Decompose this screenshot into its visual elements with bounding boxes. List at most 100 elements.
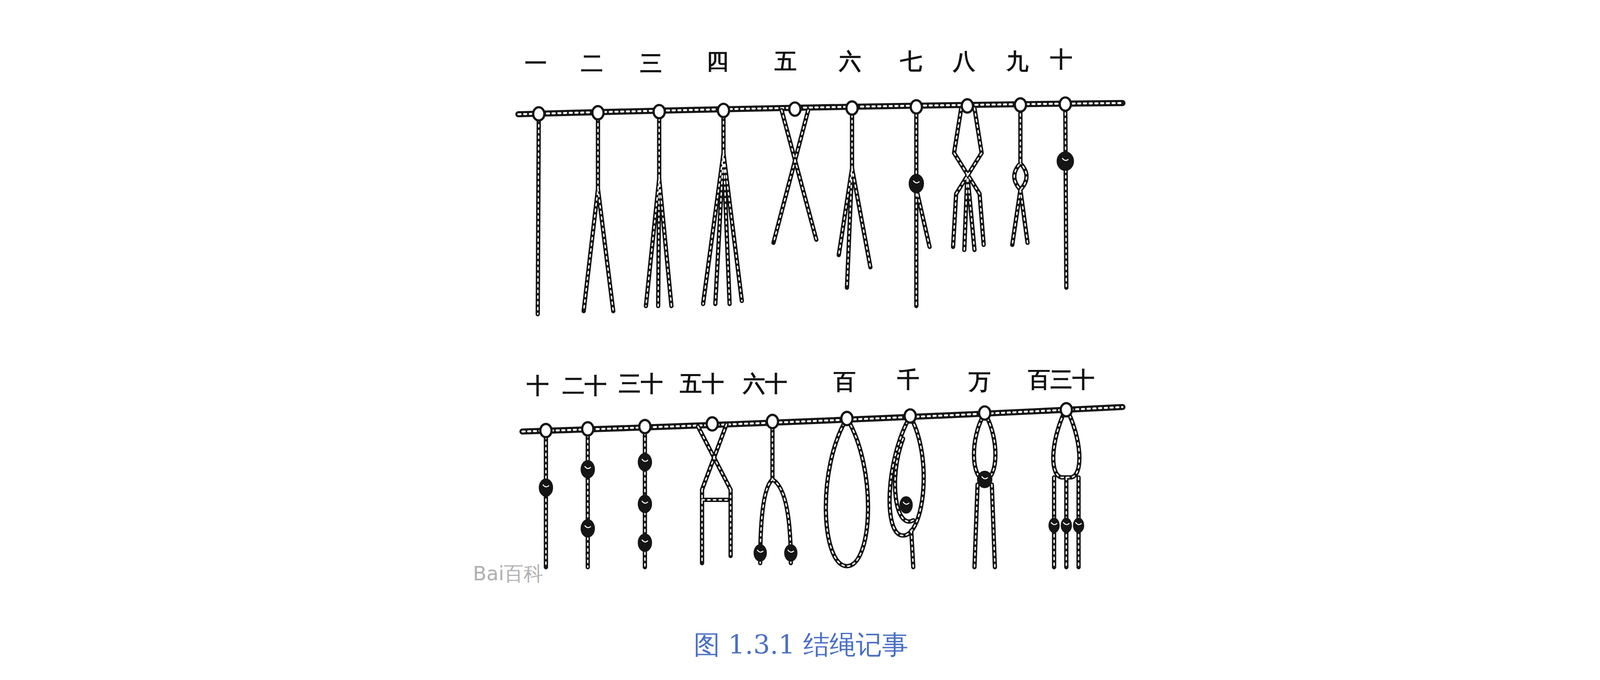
cord [760, 421, 791, 564]
cord [543, 430, 548, 568]
numeral-label: 五十 [679, 372, 725, 395]
tie-knot [1014, 98, 1027, 112]
knot [1049, 518, 1060, 533]
tie-knot [653, 105, 665, 119]
knot-highlight [981, 476, 988, 480]
knot [1057, 152, 1074, 171]
knot-highlight [1075, 522, 1082, 525]
knot-highlight [913, 180, 920, 183]
knot-highlight [757, 550, 764, 553]
numeral-label: 十 [1050, 48, 1073, 71]
numeral-label: 百三十 [1028, 368, 1095, 391]
knot-highlight [542, 484, 549, 487]
knot-highlight [787, 550, 794, 553]
cord [973, 413, 996, 568]
cord [522, 406, 1123, 432]
knot [539, 479, 553, 497]
illustration-group [518, 97, 1123, 568]
knot-highlight [1051, 522, 1058, 525]
numeral-label: 九 [1006, 50, 1029, 73]
tie-knot [789, 102, 801, 116]
knot [580, 460, 595, 478]
cord-twist [953, 108, 984, 251]
tie-knot [961, 99, 973, 113]
numeral-label: 二 [580, 52, 604, 75]
cord-twist [522, 406, 1123, 432]
cord [645, 112, 672, 307]
tie-knot [766, 415, 778, 429]
tie-knot [910, 100, 922, 114]
cord-twist [645, 112, 672, 307]
cord [838, 109, 871, 288]
numeral-label: 千 [897, 368, 920, 391]
cord [583, 112, 614, 312]
tie-knot [706, 417, 718, 431]
tie-knot [533, 107, 545, 121]
watermark: Bai百科 [473, 563, 544, 584]
tie-knot [717, 103, 730, 117]
tie-knot [1059, 97, 1071, 111]
numeral-label: 八 [953, 50, 976, 73]
cord-twist [1065, 107, 1067, 288]
cord-twist [838, 109, 871, 288]
numeral-label: 百 [833, 370, 856, 393]
cord [916, 108, 930, 307]
cord [537, 113, 539, 315]
numeral-label: 一 [524, 52, 547, 75]
cord-twist [1012, 108, 1028, 245]
cord [518, 102, 1123, 115]
tie-knot [592, 106, 604, 120]
knot [638, 453, 652, 471]
cord [953, 108, 984, 251]
knot-highlight [584, 525, 591, 528]
tie-knot [540, 424, 552, 438]
tie-knot [904, 409, 916, 423]
cord-twist [518, 102, 1123, 115]
knot-highlight [641, 539, 648, 543]
cord [703, 110, 743, 305]
tie-knot [979, 406, 991, 420]
cord [773, 110, 816, 243]
cord-twist [545, 430, 547, 568]
knot-highlight [641, 459, 648, 462]
numeral-label: 二十 [562, 374, 607, 397]
cord-twist [587, 429, 589, 568]
cord [889, 416, 924, 568]
knot [784, 544, 798, 562]
cord-twist [697, 424, 731, 564]
numeral-label: 六 [838, 50, 862, 73]
knot [909, 174, 924, 193]
numeral-label: 十 [526, 374, 549, 397]
cord [1053, 408, 1080, 568]
cord-twist [760, 421, 791, 564]
numeral-label: 六十 [742, 372, 788, 395]
cord-twist [825, 418, 869, 567]
cord-twist [916, 108, 930, 307]
cord-twist [583, 112, 614, 312]
numeral-label: 万 [968, 370, 991, 393]
cord [697, 424, 731, 564]
knot [1073, 518, 1084, 533]
cord-twist [1053, 408, 1080, 568]
knot-highlight [1062, 158, 1069, 161]
tie-knot [582, 422, 594, 436]
knot-highlight [584, 466, 591, 469]
numeral-label: 四 [706, 50, 729, 73]
numeral-label: 五 [774, 50, 797, 73]
tie-knot [639, 420, 651, 434]
numeral-label: 三十 [618, 372, 663, 395]
cord [1065, 107, 1067, 288]
cord [585, 429, 590, 568]
cord [1012, 108, 1028, 245]
numeral-label: 三 [640, 52, 663, 75]
cord-twist [889, 416, 924, 568]
knot [580, 519, 595, 538]
cord [825, 418, 869, 567]
knot-highlight [902, 502, 910, 505]
knot [1061, 518, 1072, 533]
knot-highlight [641, 500, 648, 504]
knot [900, 496, 913, 514]
knot [638, 495, 652, 513]
tie-knot [846, 101, 858, 115]
tie-knot [1060, 403, 1072, 417]
